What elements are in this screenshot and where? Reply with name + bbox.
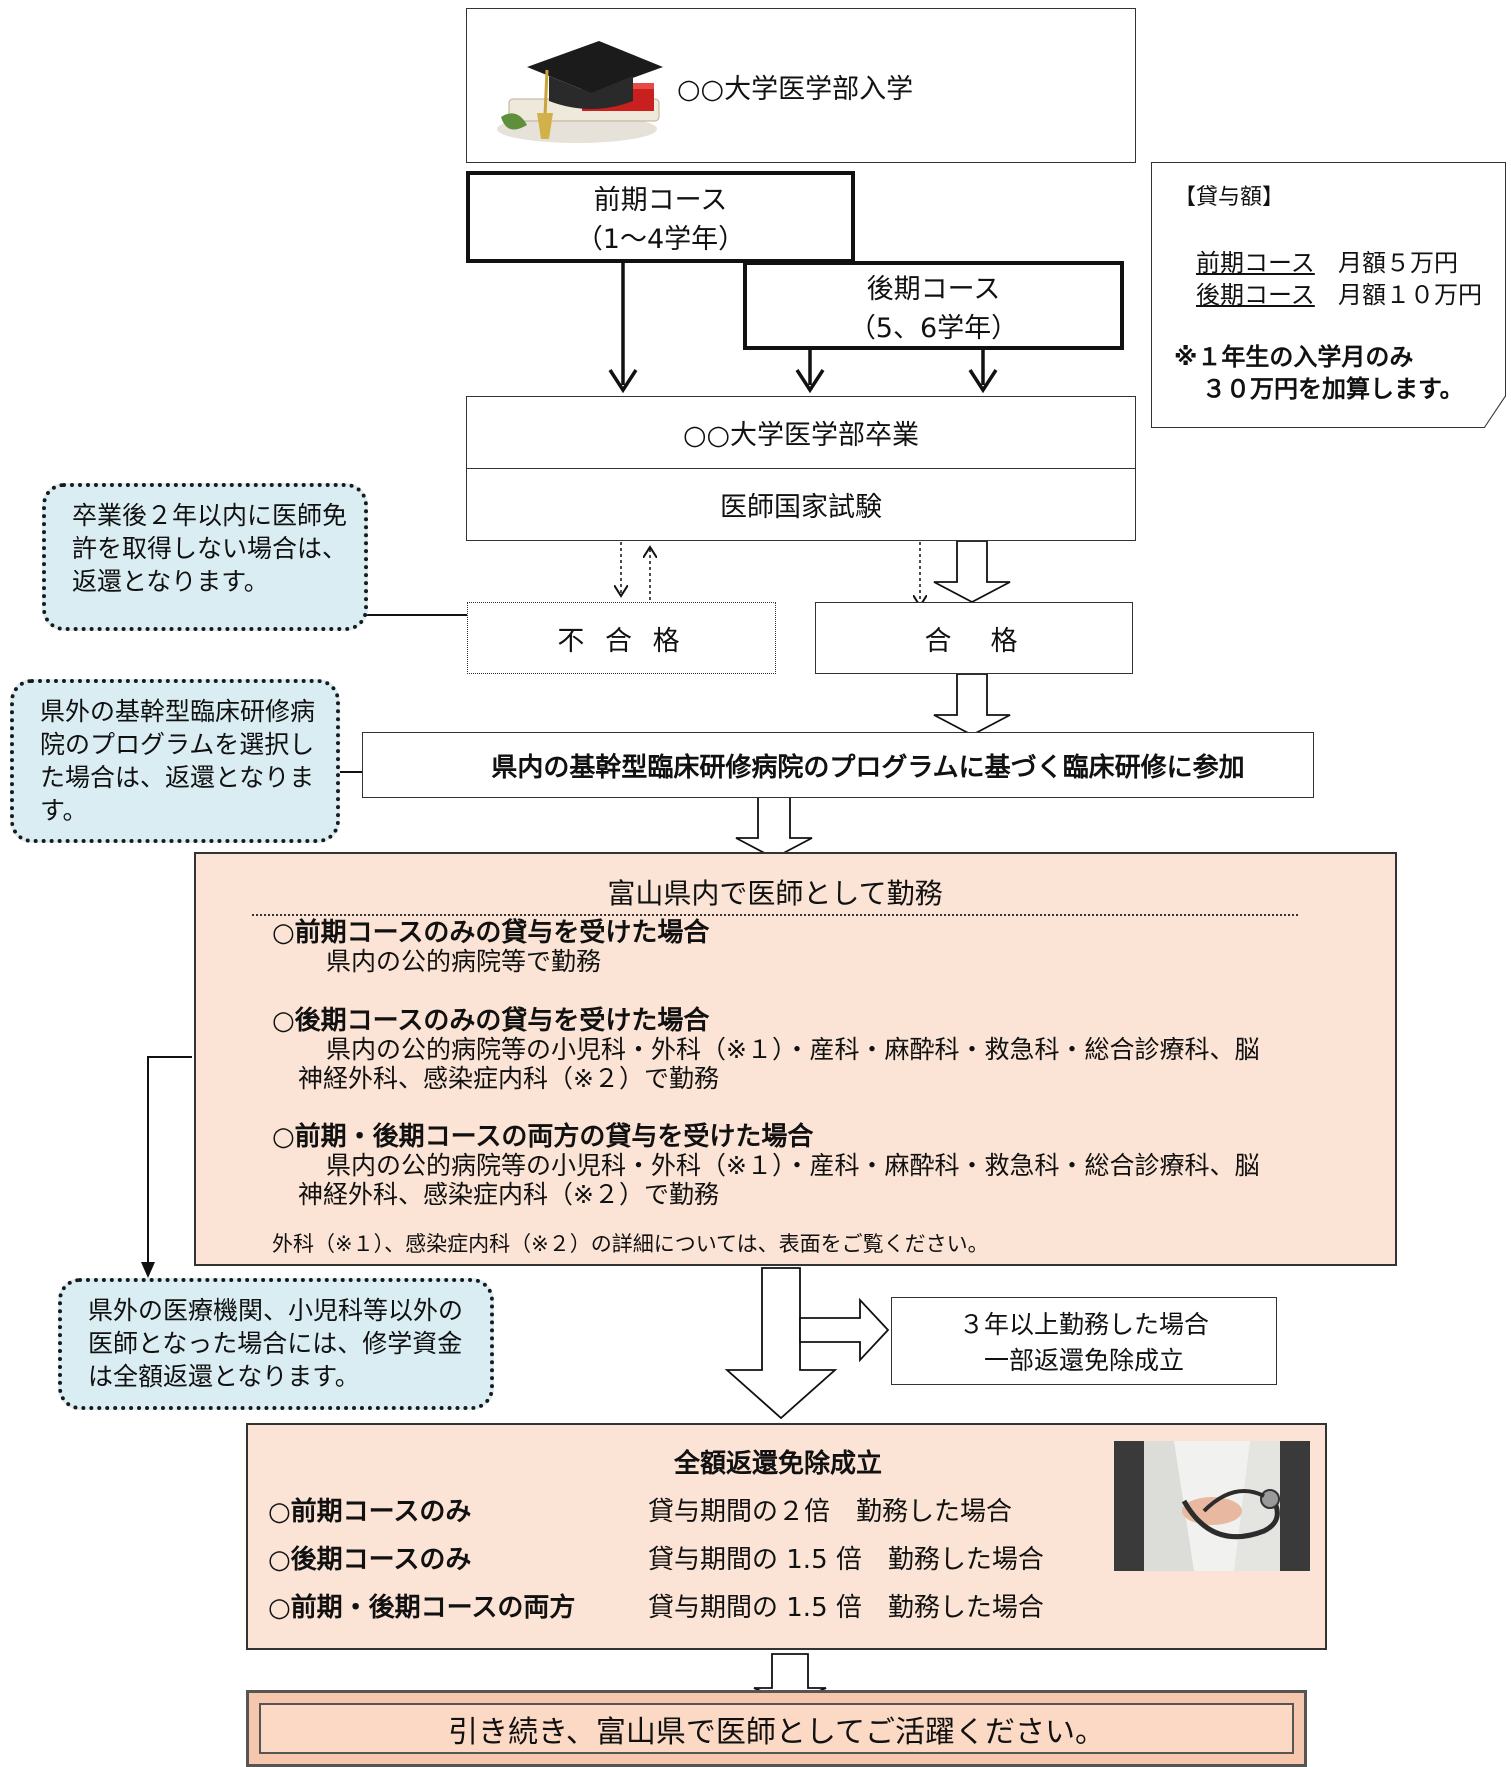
- exam-box: 医師国家試験: [466, 468, 1136, 541]
- full-row-first-course: ○前期コースのみ: [268, 1497, 472, 1527]
- admission-label: ○○大学医学部入学: [677, 74, 914, 105]
- partial-line1: ３年以上勤務した場合: [958, 1310, 1209, 1339]
- note-license-deadline: 卒業後２年以内に医師免許を取得しない場合は、返還となります。: [42, 483, 368, 631]
- arrow-work-full: [724, 1267, 838, 1420]
- full-row-second-course: ○後期コースのみ: [268, 1545, 472, 1575]
- full-row-both-course: ○前期・後期コースの両方: [268, 1593, 576, 1623]
- pass-box: 合 格: [815, 602, 1133, 674]
- loan-first-course: 前期コース: [1196, 249, 1315, 277]
- work-footnote: 外科（※１）、感染症内科（※２）の詳細については、表面をご覧ください。: [272, 1232, 989, 1256]
- case3-heading: ○前期・後期コースの両方の貸与を受けた場合: [272, 1122, 814, 1152]
- note-outside-work: 県外の医療機関、小児科等以外の医師となった場合には、修学資金は全額返還となります…: [58, 1278, 494, 1410]
- full-row-both-condition: 貸与期間の 1.5 倍 勤務した場合: [648, 1593, 1044, 1623]
- case1-body: 県内の公的病院等で勤務: [326, 947, 602, 976]
- case2-heading: ○後期コースのみの貸与を受けた場合: [272, 1006, 710, 1036]
- partial-line2: 一部返還免除成立: [983, 1346, 1184, 1375]
- first-course-years: （1～4学年）: [575, 224, 746, 255]
- loan-second-amount: 月額１０万円: [1338, 281, 1482, 309]
- full-exemption-title: 全額返還免除成立: [674, 1449, 883, 1479]
- full-exemption-block: 全額返還免除成立 ○前期コースのみ 貸与期間の２倍 勤務した場合 ○後期コースの…: [246, 1423, 1327, 1650]
- second-course-years: （5、6学年）: [848, 312, 1019, 344]
- second-course-box: 後期コース （5、6学年）: [743, 261, 1124, 350]
- case1-heading: ○前期コースのみの貸与を受けた場合: [272, 918, 710, 948]
- final-banner: 引き続き、富山県で医師としてご活躍ください。: [246, 1690, 1307, 1767]
- full-row-second-condition: 貸与期間の 1.5 倍 勤務した場合: [648, 1545, 1044, 1575]
- graduation-box: ○○大学医学部卒業: [466, 396, 1136, 469]
- full-row-first-condition: 貸与期間の２倍 勤務した場合: [648, 1497, 1013, 1527]
- case3-body-line2: 神経外科、感染症内科（※２）で勤務: [298, 1180, 719, 1209]
- doctor-stethoscope-icon: [1114, 1441, 1310, 1571]
- note-outside-program: 県外の基幹型臨床研修病院のプログラムを選択した場合は、返還となります。: [10, 679, 340, 843]
- arrow-training-work: [735, 796, 813, 860]
- arrow-note-work: [147, 1056, 192, 1275]
- case2-body-line2: 神経外科、感染症内科（※２）で勤務: [298, 1064, 719, 1093]
- partial-exemption-box: ３年以上勤務した場合 一部返還免除成立: [891, 1297, 1277, 1385]
- training-box: 県内の基幹型臨床研修病院のプログラムに基づく臨床研修に参加: [362, 732, 1314, 798]
- first-course-title: 前期コース: [593, 185, 728, 216]
- fail-box: 不 合 格: [467, 602, 776, 674]
- case3-body-line1: 県内の公的病院等の小児科・外科（※１）・産科・麻酔科・救急科・総合診療科、脳: [326, 1151, 1260, 1180]
- loan-first-amount: 月額５万円: [1338, 249, 1458, 277]
- second-course-title: 後期コース: [866, 273, 1001, 305]
- work-title: 富山県内で医師として勤務: [252, 872, 1298, 916]
- admission-box: ○○大学医学部入学: [466, 8, 1136, 163]
- work-block: 富山県内で医師として勤務 ○前期コースのみの貸与を受けた場合 県内の公的病院等で…: [194, 852, 1397, 1266]
- loan-extra-line1: ※１年生の入学月のみ: [1174, 343, 1414, 371]
- graduation-cap-icon: [497, 41, 663, 143]
- case2-body-line1: 県内の公的病院等の小児科・外科（※１）・産科・麻酔科・救急科・総合診療科、脳: [326, 1035, 1260, 1064]
- arrow-work-partial: [799, 1297, 890, 1363]
- loan-extra-line2: ３０万円を加算します。: [1202, 375, 1464, 403]
- arrow-pass-training: [933, 673, 1011, 737]
- first-course-box: 前期コース （1～4学年）: [466, 171, 855, 263]
- loan-second-course: 後期コース: [1196, 281, 1315, 309]
- loan-amount-note: 【貸与額】 前期コース 月額５万円 後期コース 月額１０万円 ※１年生の入学月の…: [1151, 162, 1506, 428]
- loan-heading: 【貸与額】: [1174, 185, 1285, 210]
- arrow-exam-pass: [933, 540, 1011, 604]
